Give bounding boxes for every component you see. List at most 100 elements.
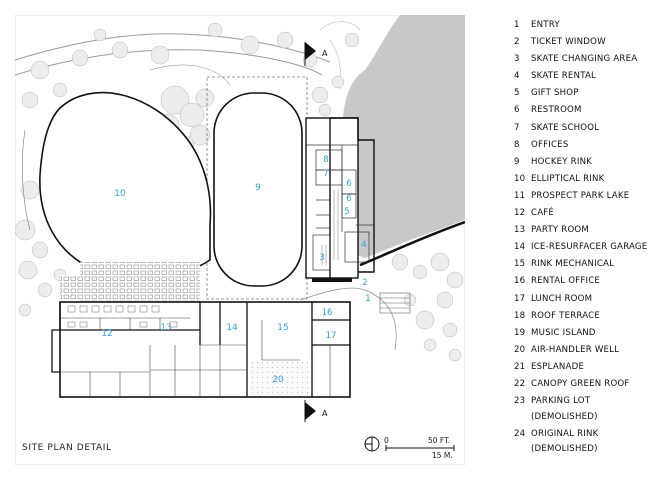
legend-number: 5	[514, 88, 520, 99]
lake-shoreline	[359, 220, 465, 267]
legend-item: 3 SKATE CHANGING AREA	[514, 52, 650, 68]
legend-item: 7 SKATE SCHOOL	[514, 121, 650, 137]
landscape-trees	[15, 21, 361, 91]
legend-label: OFFICES	[531, 139, 569, 150]
label-6b: 6	[346, 194, 351, 204]
svg-text:0: 0	[384, 436, 389, 445]
legend-label: ELLIPTICAL RINK	[531, 173, 605, 184]
svg-text:50 FT.: 50 FT.	[428, 436, 450, 445]
legend-number: 10	[514, 173, 526, 184]
legend-item: 20 AIR-HANDLER WELL	[514, 343, 650, 359]
legend-number: 19	[514, 327, 526, 338]
legend-label: ROOF TERRACE	[531, 310, 601, 321]
legend-number: 22	[514, 378, 526, 389]
south-building-interior	[60, 317, 331, 397]
legend-number: 21	[514, 361, 526, 372]
section-mark-bottom: A	[304, 400, 328, 422]
changing-benches	[321, 190, 339, 265]
legend-label: MUSIC ISLAND	[531, 327, 596, 338]
paths	[21, 129, 397, 351]
legend-number: 24	[514, 428, 526, 439]
legend-item: 23 PARKING LOT (DEMOLISHED)	[514, 394, 650, 425]
legend-item: 5 GIFT SHOP	[514, 86, 650, 102]
legend-number: 9	[514, 156, 520, 167]
legend-number: 13	[514, 225, 526, 236]
label-15: 15	[277, 323, 288, 333]
entry-canopy	[312, 278, 352, 282]
entry-ramp	[379, 292, 411, 314]
tree-canopies-lower	[15, 180, 67, 317]
legend-number: 12	[514, 208, 526, 219]
label-7: 7	[323, 169, 328, 179]
label-8: 8	[323, 155, 328, 165]
svg-text:A: A	[322, 409, 328, 418]
legend-item: 18 ROOF TERRACE	[514, 309, 650, 325]
legend-number: 11	[514, 190, 526, 201]
legend-number: 7	[514, 122, 520, 133]
seating-area-2	[60, 275, 90, 300]
label-12: 12	[101, 329, 112, 339]
legend-item: 10 ELLIPTICAL RINK	[514, 172, 650, 188]
legend-item: 9 HOCKEY RINK	[514, 155, 650, 171]
legend-number: 3	[514, 54, 520, 65]
legend-number: 14	[514, 242, 526, 253]
legend-number: 15	[514, 259, 526, 270]
site-plan: A A 0 50 FT. 15 M. 10 9 8 7 6 6 5 4 3 2 …	[15, 15, 465, 465]
legend-label: RESTROOM	[531, 105, 582, 116]
label-2: 2	[362, 278, 367, 288]
legend-label: AIR-HANDLER WELL	[531, 344, 620, 355]
scale-bar: 0 50 FT. 15 M.	[364, 436, 455, 460]
section-mark-top: A	[304, 42, 328, 66]
legend-label: ESPLANADE	[531, 361, 585, 372]
label-17: 17	[326, 331, 337, 341]
legend-item: 17 LUNCH ROOM	[514, 292, 650, 308]
legend-number: 18	[514, 310, 526, 321]
legend-item: 14 ICE-RESURFACER GARAGE	[514, 240, 650, 256]
legend-item: 15 RINK MECHANICAL	[514, 257, 650, 273]
label-1: 1	[365, 294, 370, 304]
north-pavilion-interior	[306, 144, 374, 271]
legend-label: CANOPY GREEN ROOF	[531, 378, 630, 389]
legend-label: LUNCH ROOM	[531, 293, 593, 304]
legend-item: 22 CANOPY GREEN ROOF	[514, 377, 650, 393]
seating-area	[80, 262, 200, 302]
legend-label: SKATE RENTAL	[531, 71, 597, 82]
svg-text:A: A	[322, 49, 328, 58]
legend-number: 17	[514, 293, 526, 304]
legend-item: 21 ESPLANADE	[514, 360, 650, 376]
legend-label: TICKET WINDOW	[531, 37, 606, 48]
hockey-rink	[213, 92, 303, 287]
air-handler-well	[250, 362, 308, 395]
label-5: 5	[344, 207, 349, 217]
legend-label: ICE-RESURFACER GARAGE	[531, 242, 648, 253]
legend-label: RINK MECHANICAL	[531, 259, 615, 270]
svg-text:15 M.: 15 M.	[432, 451, 453, 460]
label-13: 13	[160, 323, 171, 333]
legend-label: SKATE SCHOOL	[531, 122, 600, 133]
legend-number: 23	[514, 396, 526, 407]
legend-item: 19 MUSIC ISLAND	[514, 326, 650, 342]
label-14: 14	[226, 323, 238, 333]
legend-label: GIFT SHOP	[531, 88, 579, 99]
label-10: 10	[114, 189, 126, 199]
plan-caption: SITE PLAN DETAIL	[22, 443, 112, 453]
legend-label: SKATE CHANGING AREA	[531, 54, 638, 65]
label-9: 9	[255, 183, 261, 193]
legend-number: 2	[514, 37, 520, 48]
label-20: 20	[272, 375, 284, 385]
label-6a: 6	[346, 179, 351, 189]
legend-label: HOCKEY RINK	[531, 156, 593, 167]
legend-label: CAFÉ	[531, 208, 555, 219]
legend-label: RENTAL OFFICE	[531, 276, 601, 287]
legend-label: PARTY ROOM	[531, 225, 590, 236]
legend-label: PARKING LOT (DEMOLISHED)	[531, 396, 598, 422]
legend-number: 20	[514, 344, 526, 355]
label-4: 4	[361, 240, 366, 250]
label-3: 3	[319, 253, 324, 263]
